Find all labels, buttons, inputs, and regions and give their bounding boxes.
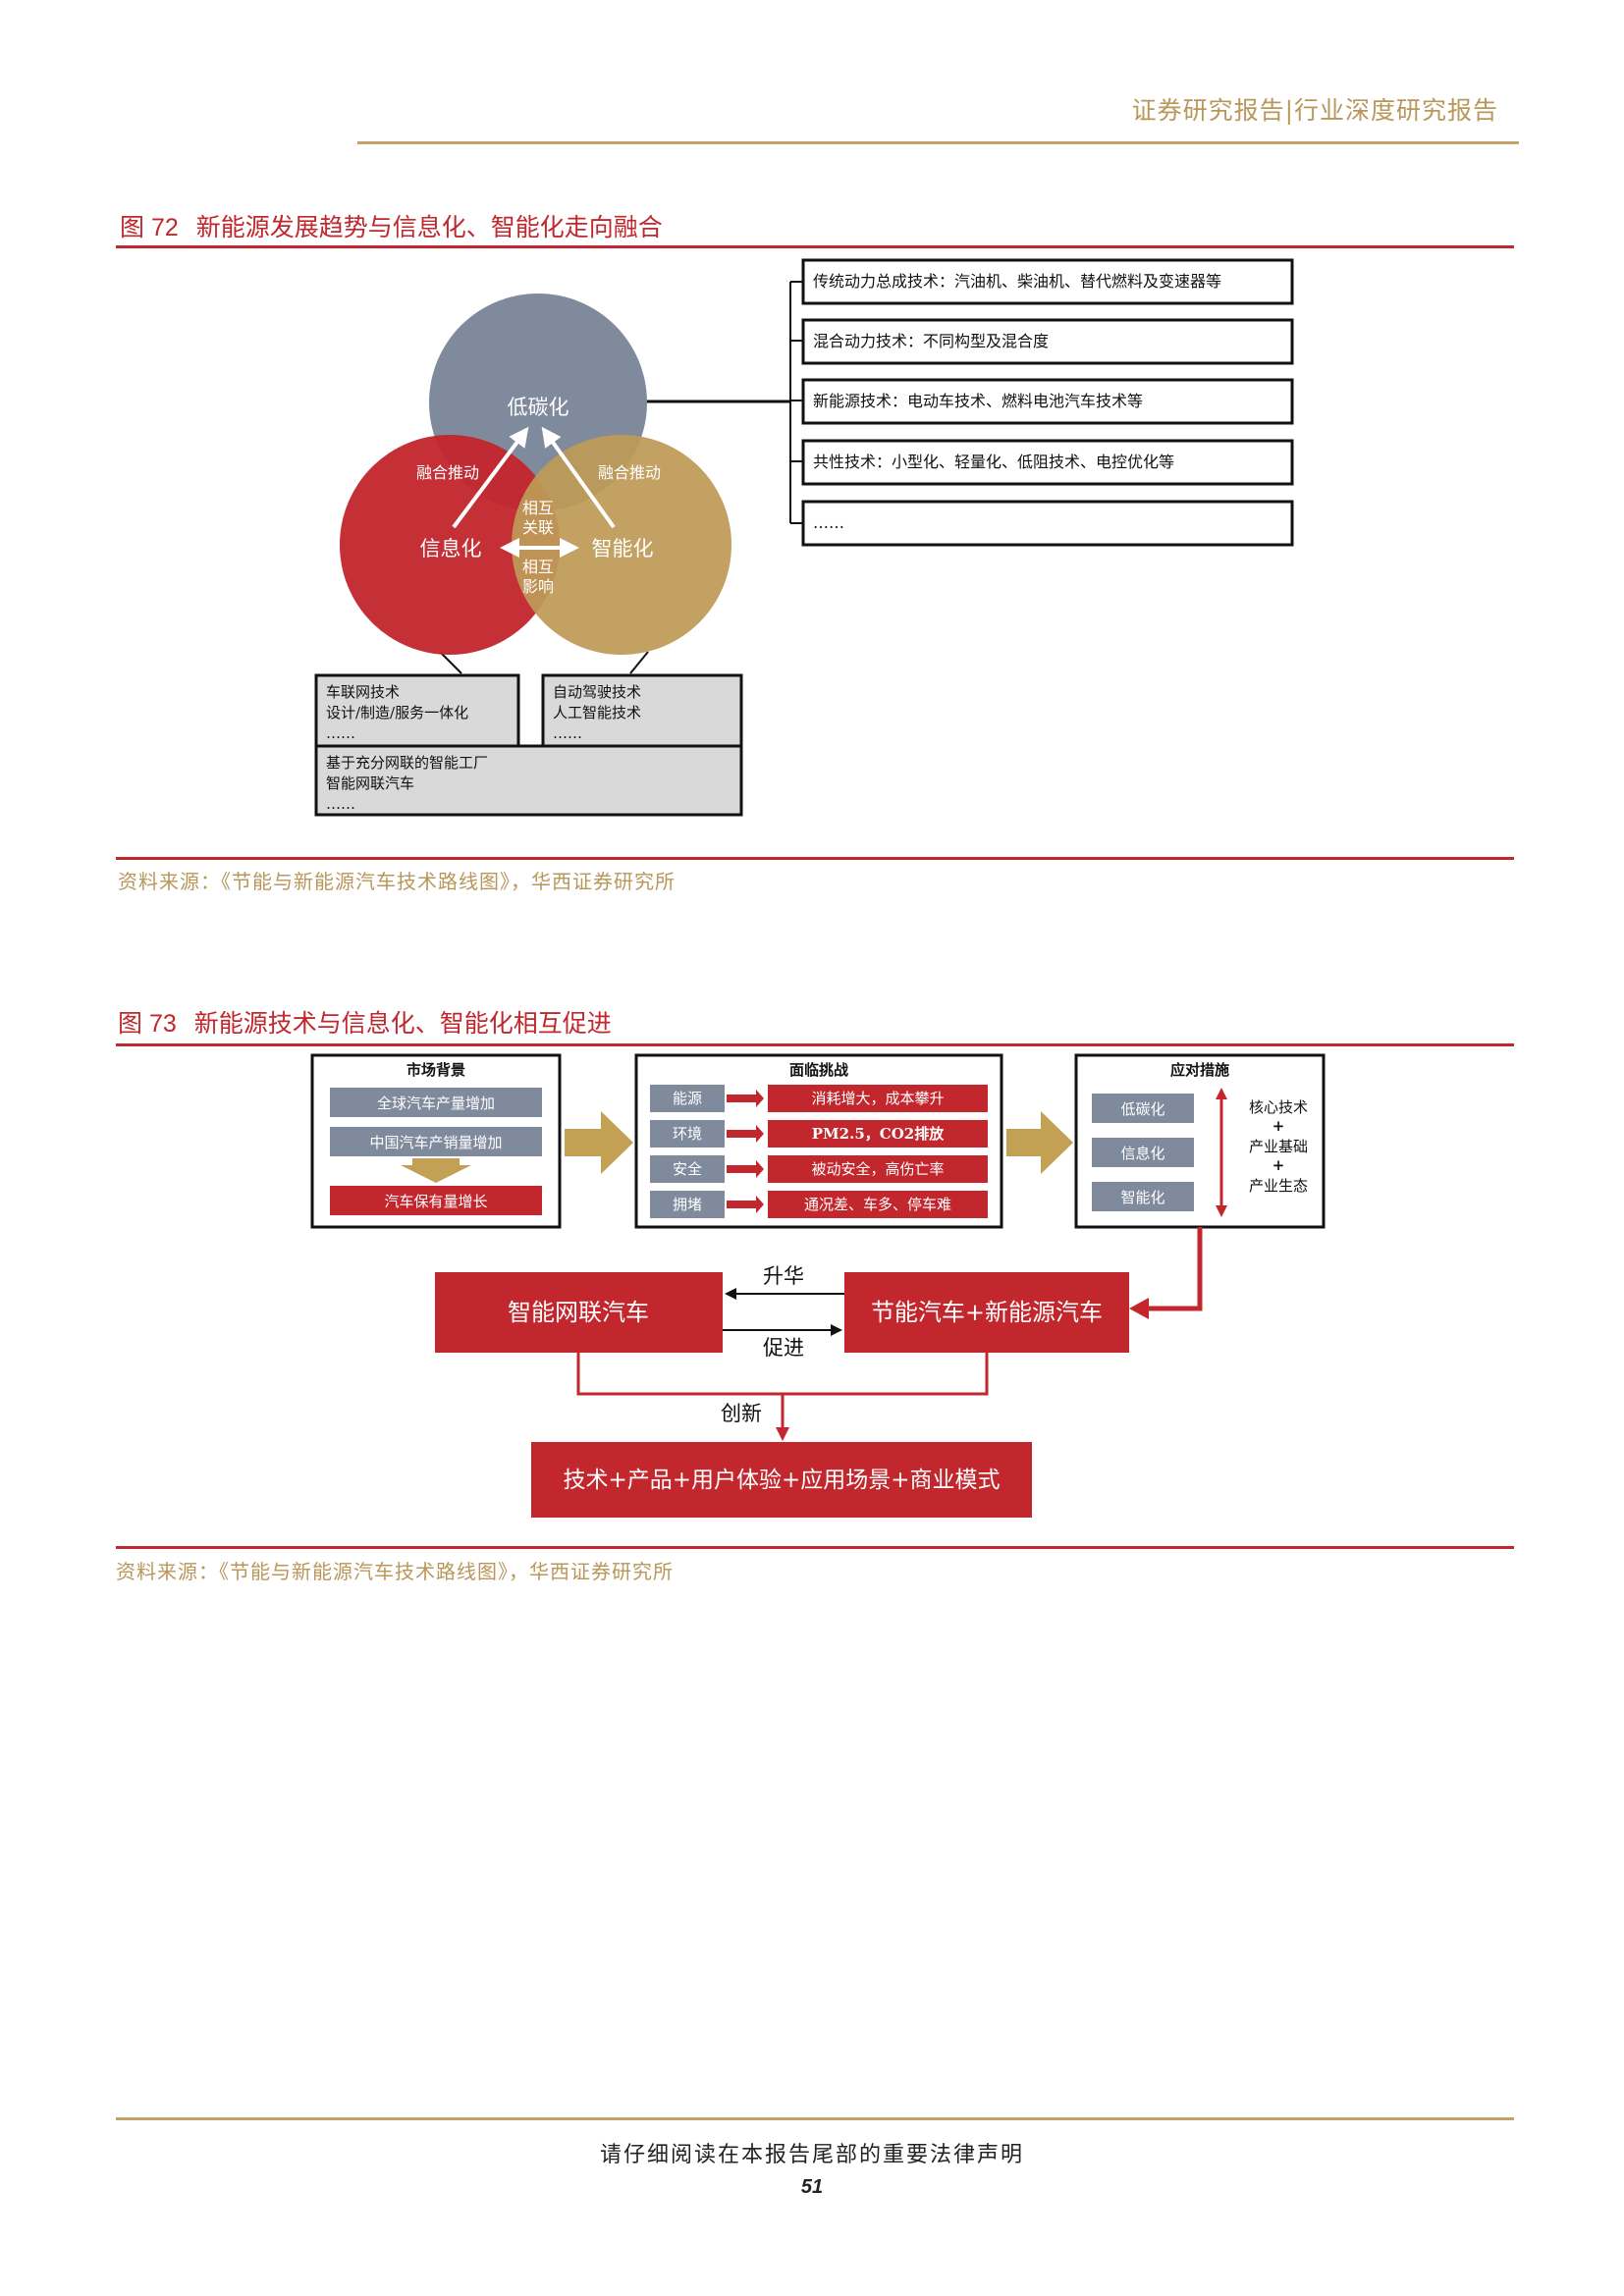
fig72-right-box-4: 共性技术：小型化、轻量化、低阻技术、电控优化等: [801, 439, 1294, 486]
challenges-panel: 面临挑战 能源 消耗增大，成本攀升 环境 PM2.5，CO2排放 安全 被动安全…: [634, 1053, 1003, 1229]
fig73-top-rule: [116, 1043, 1514, 1046]
venn-left-push-label: 融合推动: [416, 463, 479, 482]
bottom-block: [531, 1442, 1032, 1518]
fig73-source: 资料来源：《节能与新能源汽车技术路线图》，华西证券研究所: [116, 1560, 674, 1583]
fig72-right-box-4-text: 共性技术：小型化、轻量化、低阻技术、电控优化等: [813, 453, 1174, 471]
venn-left-label: 信息化: [420, 537, 482, 561]
bottom-block-text: 技术+产品+用户体验+应用场景+商业模式: [563, 1468, 1000, 1493]
venn-arrow-right-up: [541, 426, 616, 529]
fig72-bottom-right-line-2: 人工智能技术: [553, 704, 641, 721]
venn-right-push-label: 融合推动: [598, 463, 661, 482]
footer-rule: [116, 2117, 1514, 2120]
fig72-bottom-left-line-1: 车联网技术: [326, 683, 400, 701]
response-item-3: 智能化: [1120, 1189, 1164, 1206]
response-pillar-4: +: [1272, 1156, 1285, 1174]
response-pillar-3: 产业基础: [1249, 1138, 1308, 1155]
response-item-2: 信息化: [1120, 1145, 1164, 1162]
promote-label: 促进: [763, 1336, 804, 1360]
fig72-number: 图 72: [120, 214, 179, 241]
fig73-diagram: 市场背景 全球汽车产量增加 中国汽车产销量增加 汽车保有量增长 面临挑战 能源 …: [310, 1053, 1326, 1518]
fig72-bottom-line-1: 基于充分网联的智能工厂: [326, 754, 488, 772]
fig73-bottom-rule: [116, 1546, 1514, 1549]
flow-arrow-1: [565, 1111, 633, 1174]
fig72-bottom-right-line-1: 自动驾驶技术: [553, 683, 641, 701]
left-block: [435, 1272, 723, 1353]
venn-related-2: 关联: [522, 518, 554, 537]
legal-notice: 请仔细阅读在本报告尾部的重要法律声明: [599, 2143, 1024, 2167]
fig72-right-box-5: ……: [801, 500, 1294, 547]
market-item-2: 中国汽车产销量增加: [369, 1134, 502, 1151]
market-result: 汽车保有量增长: [384, 1193, 487, 1210]
fig72-right-box-3: 新能源技术：电动车技术、燃料电池汽车技术等: [801, 378, 1294, 425]
challenge-label-4: 拥堵: [673, 1196, 702, 1213]
response-pillar-5: 产业生态: [1249, 1177, 1308, 1195]
fig72-right-box-2-text: 混合动力技术：不同构型及混合度: [813, 332, 1049, 350]
fig72-bottom-left-line-3: ……: [326, 724, 355, 742]
fig72-right-box-2: 混合动力技术：不同构型及混合度: [801, 318, 1294, 365]
challenge-value-1: 消耗增大，成本攀升: [811, 1090, 944, 1107]
fig72-top-rule: [116, 245, 1514, 248]
fig72-bottom-line-2: 智能网联汽车: [326, 774, 414, 792]
fig72-right-box-1: 传统动力总成技术：汽油机、柴油机、替代燃料及变速器等: [801, 258, 1294, 305]
response-pillar-1: 核心技术: [1249, 1098, 1308, 1116]
fig72-bottom-right-line-3: ……: [553, 724, 582, 742]
venn-right-label: 智能化: [592, 537, 654, 561]
challenges-header: 面临挑战: [789, 1061, 848, 1079]
report-header-title: 证券研究报告|行业深度研究报告: [1131, 96, 1498, 125]
header-rule: [357, 141, 1519, 144]
upgrade-label: 升华: [763, 1264, 804, 1288]
market-item-1: 全球汽车产量增加: [377, 1095, 495, 1112]
venn-influence-2: 影响: [522, 577, 554, 596]
right-block: [844, 1272, 1129, 1353]
fig72-source: 资料来源：《节能与新能源汽车技术路线图》，华西证券研究所: [118, 870, 676, 893]
fig72-right-box-1-text: 传统动力总成技术：汽油机、柴油机、替代燃料及变速器等: [813, 272, 1221, 291]
market-panel: 市场背景 全球汽车产量增加 中国汽车产销量增加 汽车保有量增长: [310, 1053, 562, 1229]
response-panel: 应对措施 低碳化 信息化 智能化 核心技术 + 产业基础 + 产业生态: [1074, 1053, 1326, 1229]
challenge-value-2: PM2.5，CO2排放: [812, 1125, 945, 1143]
venn-circle-intelligentization: [512, 435, 731, 655]
fig73-title: 新能源技术与信息化、智能化相互促进: [193, 1009, 612, 1038]
left-block-text: 智能网联汽车: [508, 1299, 649, 1326]
venn-arrow-left-up: [452, 426, 529, 529]
market-down-arrow: [401, 1158, 471, 1183]
fig72-bottom-rule: [116, 857, 1514, 860]
response-header: 应对措施: [1170, 1061, 1229, 1079]
right-block-text: 节能汽车+新能源汽车: [871, 1299, 1103, 1326]
fig72-diagram: 传统动力总成技术：汽油机、柴油机、替代燃料及变速器等 混合动力技术：不同构型及混…: [314, 258, 1294, 817]
challenge-label-1: 能源: [673, 1090, 702, 1107]
fig72-bottom-left-line-2: 设计/制造/服务一体化: [326, 704, 468, 721]
response-item-1: 低碳化: [1120, 1100, 1164, 1118]
challenge-label-2: 环境: [673, 1125, 702, 1143]
venn-top-label: 低碳化: [508, 396, 569, 419]
challenge-value-4: 通况差、车多、停车难: [804, 1196, 951, 1213]
fig72-bottom-line-3: ……: [326, 795, 355, 813]
venn-influence-1: 相互: [522, 558, 554, 576]
market-header: 市场背景: [406, 1061, 465, 1079]
challenge-label-3: 安全: [673, 1160, 702, 1178]
response-to-block-arrow: [1146, 1227, 1203, 1311]
innovate-label: 创新: [721, 1402, 762, 1425]
fig72-right-box-3-text: 新能源技术：电动车技术、燃料电池汽车技术等: [813, 392, 1143, 410]
fig72-bottom-right-box: 自动驾驶技术 人工智能技术 ……: [541, 673, 743, 748]
fig73-title-row: 图 73 新能源技术与信息化、智能化相互促进: [118, 1004, 612, 1040]
page-number: 51: [800, 2176, 824, 2198]
venn-related-1: 相互: [522, 499, 554, 517]
venn-circle-informatization: [340, 435, 560, 655]
response-pillar-2: +: [1272, 1117, 1285, 1135]
challenge-value-3: 被动安全，高伤亡率: [811, 1160, 944, 1178]
fig72-title: 新能源发展趋势与信息化、智能化走向融合: [195, 213, 663, 241]
flow-arrow-2: [1006, 1111, 1073, 1174]
fig72-right-box-5-text: ……: [813, 513, 844, 532]
fig72-bottom-box: 基于充分网联的智能工厂 智能网联汽车 ……: [314, 744, 743, 817]
fig73-number: 图 73: [118, 1010, 177, 1038]
fig72-title-row: 图 72 新能源发展趋势与信息化、智能化走向融合: [120, 208, 663, 243]
fig72-bottom-left-box: 车联网技术 设计/制造/服务一体化 ……: [314, 673, 520, 748]
